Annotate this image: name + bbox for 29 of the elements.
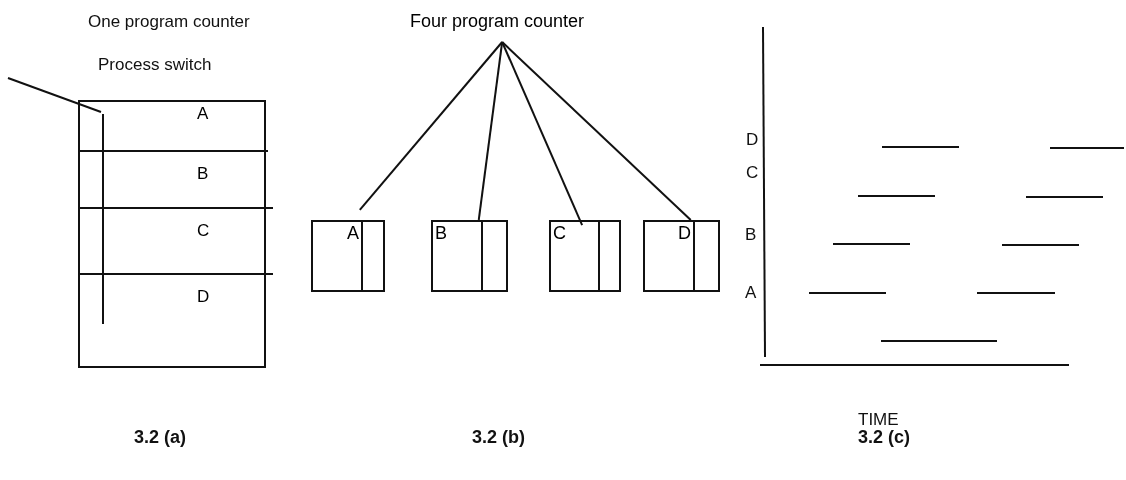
process-box (431, 220, 508, 292)
axis-label: D (746, 130, 759, 150)
axis-title: TIME (858, 410, 899, 430)
process-row: C (80, 207, 273, 273)
process-row: A (80, 102, 268, 150)
figure-caption: 3.2 (a) (134, 427, 187, 447)
program-counter-bar (102, 114, 106, 324)
axis-label: B (745, 225, 757, 245)
connector-line (7, 77, 102, 113)
process-letter: C (553, 222, 567, 244)
process-row: D (80, 273, 273, 370)
figure-caption: 3.2 (b) (472, 427, 525, 447)
axis-label: C (746, 163, 759, 183)
axis-label: A (745, 283, 757, 303)
process-box (311, 220, 385, 292)
process-row: B (80, 150, 268, 207)
connector-line (501, 41, 692, 221)
panel-heading: Process switch (98, 55, 212, 75)
process-box (549, 220, 621, 292)
connector-line (358, 41, 504, 211)
panel-heading: One program counter (88, 12, 250, 32)
process-letter: D (677, 222, 691, 244)
process-letter: A (346, 222, 359, 244)
counter-label: Four program counter (368, 10, 626, 42)
process-box (643, 220, 720, 292)
figure-caption: 3.2 (c) (858, 427, 911, 447)
process-letter: B (435, 222, 448, 244)
connector-line (477, 41, 504, 221)
connector-line (501, 41, 584, 227)
